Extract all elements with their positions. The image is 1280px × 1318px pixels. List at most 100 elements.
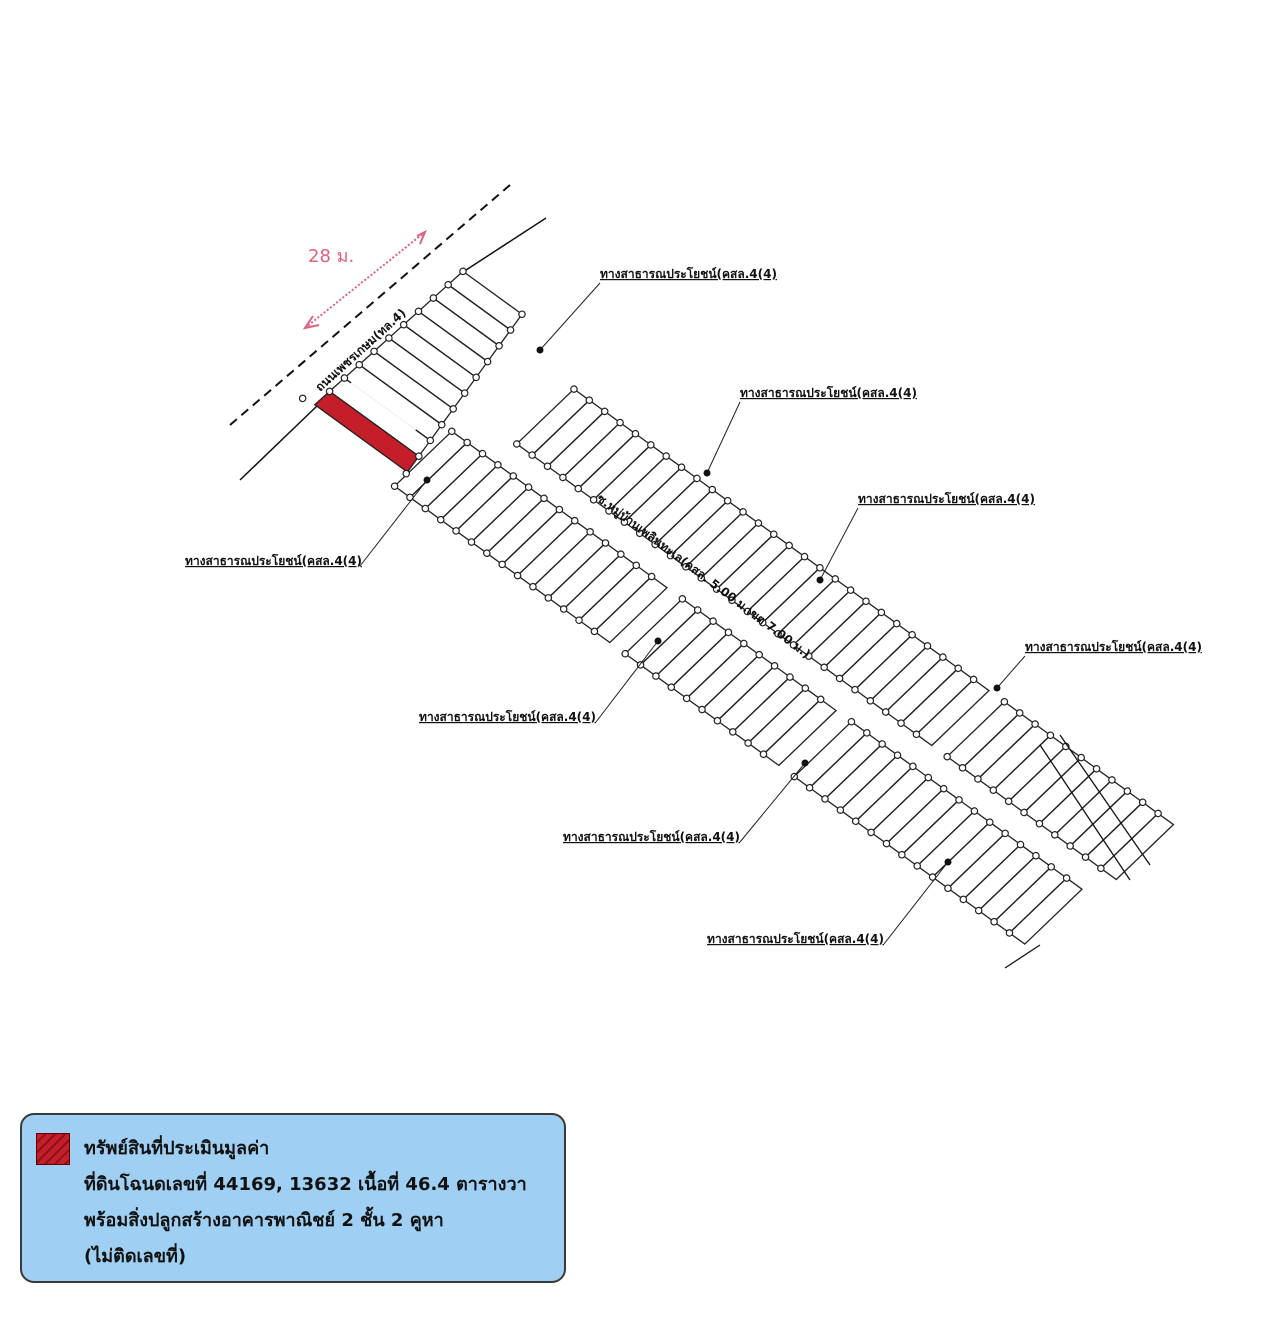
lot-corner-marker (985, 818, 994, 827)
lot-parcel (884, 656, 960, 724)
lot-parcel (561, 421, 637, 490)
public-way-label: ทางสาธารณประโยชน์(คสล.4(4) (600, 266, 777, 281)
lot-corner-marker (1081, 853, 1090, 861)
callout-leader-line (883, 861, 949, 945)
callout-dot (423, 476, 431, 484)
legend-line-2: พร้อมสิ่งปลูกสร้างอาคารพาณิชย์ 2 ชั้น 2 … (84, 1210, 444, 1231)
lot-corner-marker (601, 539, 610, 547)
lot-parcel (1008, 877, 1084, 945)
callout-leader-line (739, 762, 806, 843)
lot-corner-marker (821, 795, 829, 803)
lot-corner-marker (402, 469, 411, 478)
frontage-lot (402, 310, 489, 379)
lot-corner-marker (744, 739, 752, 747)
lot-corner-marker (590, 627, 599, 636)
callout-dot (654, 637, 662, 645)
lot-corner-marker (447, 427, 456, 436)
highway-boundary (239, 404, 319, 481)
lot-corner-marker (970, 807, 979, 815)
lot-corner-marker (570, 385, 578, 393)
lot-corner-marker (713, 716, 722, 725)
lot-corner-marker (647, 441, 655, 449)
public-way-label: ทางสาธารณประโยชน์(คสล.4(4) (858, 491, 1035, 506)
lot-corner-marker (513, 571, 522, 580)
lot-parcel (546, 410, 622, 479)
boundary-line (1039, 744, 1131, 881)
lot-corner-marker (851, 685, 859, 694)
lot-corner-marker (754, 519, 763, 527)
lot-corner-marker (509, 472, 518, 480)
callout-dot (801, 759, 809, 767)
boundary-line (1004, 944, 1041, 969)
lot-parcel (408, 441, 484, 510)
lot-parcel (900, 799, 976, 867)
frontage-lot (432, 283, 512, 347)
frontage-lot (387, 323, 478, 395)
lot-corner-marker (1138, 798, 1147, 807)
lot-corner-marker (414, 307, 423, 316)
public-way-label: ทางสาธารณประโยชน์(คสล.4(4) (185, 553, 362, 568)
lot-corner-marker (370, 347, 378, 356)
lot-corner-marker (528, 451, 536, 459)
lot-parcel (1038, 767, 1113, 836)
lot-parcel (762, 698, 838, 767)
lot-corner-marker (955, 796, 963, 804)
lot-corner-marker (632, 561, 641, 570)
lot-corner-marker (529, 582, 537, 591)
lot-parcel (993, 866, 1068, 934)
lot-corner-marker (820, 663, 828, 672)
lot-corner-marker (1031, 720, 1039, 728)
lot-corner-marker (697, 574, 706, 582)
lot-parcel (593, 575, 668, 644)
lot-corner-marker (449, 405, 458, 413)
legend-box: ทรัพย์สินที่ประเมินมูลค่า ที่ดินโฉนดเลขท… (20, 1113, 566, 1283)
lot-corner-marker (559, 473, 567, 482)
lot-corner-marker (667, 683, 676, 692)
lot-corner-marker (867, 828, 875, 837)
lot-parcel (976, 723, 1052, 791)
lot-parcel (701, 653, 776, 722)
lot-corner-marker (518, 310, 526, 319)
lot-corner-marker (974, 906, 983, 915)
callout-leader-line (706, 401, 741, 474)
lot-parcel (670, 631, 745, 700)
lot-corner-marker (1062, 874, 1071, 882)
soi-label: ซ.หมู่บ้านเพลินทะเล(คสล. 5.00 ม.เขต 7.00… (594, 491, 814, 662)
lot-corner-marker (1035, 819, 1044, 828)
lot-corner-marker (881, 708, 890, 716)
lot-corner-marker (467, 538, 476, 546)
lot-parcel (501, 508, 576, 577)
lot-corner-marker (570, 516, 579, 525)
lot-corner-marker (559, 605, 568, 613)
lot-corner-marker (647, 572, 656, 581)
public-way-label: ทางสาธารณประโยชน์(คสล.4(4) (1025, 639, 1202, 654)
lot-corner-marker (693, 606, 702, 614)
lot-corner-marker (586, 528, 594, 536)
lot-corner-marker (786, 673, 794, 681)
callout-dot (536, 346, 544, 354)
lot-parcel (962, 843, 1037, 912)
lot-parcel (853, 633, 929, 702)
lot-corner-marker (600, 407, 609, 416)
lot-corner-marker (898, 850, 906, 859)
lot-corner-marker (544, 594, 553, 602)
lot-parcel (869, 645, 944, 713)
lot-corner-marker (939, 784, 948, 793)
lot-corner-marker (298, 394, 307, 403)
lot-parcel (577, 432, 652, 501)
lot-corner-marker (774, 629, 782, 638)
lot-parcel (1084, 801, 1160, 870)
lot-corner-marker (1047, 863, 1056, 871)
lot-corner-marker (974, 775, 982, 783)
lot-corner-marker (512, 440, 521, 448)
lot-corner-marker (652, 672, 660, 680)
lot-corner-marker (1000, 697, 1009, 706)
lot-corner-marker (1016, 840, 1025, 849)
lot-corner-marker (712, 585, 721, 593)
lot-corner-marker (616, 418, 624, 427)
lot-parcel (639, 609, 715, 677)
lot-corner-marker (678, 595, 687, 603)
lot-parcel (885, 787, 961, 856)
lot-corner-marker (1097, 864, 1105, 873)
lot-parcel (854, 765, 930, 834)
